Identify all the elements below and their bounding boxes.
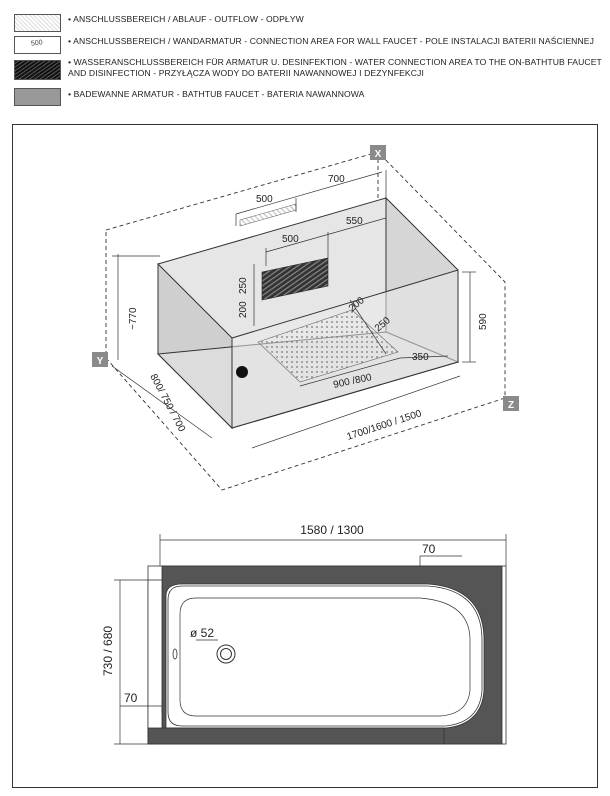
legend-text-wall-faucet: • ANSCHLUSSBEREICH / WANDARMATUR - CONNE… [68,36,594,46]
plan-bottom-strip [147,727,445,745]
dim-550: 550 [346,216,363,227]
dim-350: 350 [412,352,429,363]
swatch-outflow-hatch [14,14,61,32]
dim-590: 590 [478,313,489,330]
iso-drain [236,366,248,378]
legend: • ANSCHLUSSBEREICH / ABLAUF - OUTFLOW - … [12,12,602,106]
swatch-wall-faucet: 500 [14,36,61,54]
iso-dimension-lines [111,170,476,449]
legend-row-water-connection: • WASSERANSCHLUSSBEREICH FÜR ARMATUR U. … [12,56,602,84]
dim-plan-70-left: 70 [124,691,138,705]
plan-view [114,534,507,745]
axis-z-label: Z [508,400,514,411]
dim-200-left: 200 [238,301,249,318]
legend-row-wall-faucet: 500 • ANSCHLUSSBEREICH / WANDARMATUR - C… [12,34,602,56]
plan-dimension-labels: 1580 / 1300 70 730 / 680 70 ø 52 [101,523,436,705]
dim-plan-height: 730 / 680 [101,626,115,676]
drawing-frame [12,124,598,788]
axis-marker-z: Z [503,396,519,411]
dim-500-top: 500 [256,194,273,205]
dim-drain-diameter: ø 52 [190,626,214,640]
dim-500-inner: 500 [282,234,299,245]
plan-basin-inner-line [179,597,471,717]
legend-text-bathtub-faucet: • BADEWANNE ARMATUR - BATHTUB FAUCET - B… [68,89,365,99]
legend-text-water-line1: • WASSERANSCHLUSSBEREICH FÜR ARMATUR U. … [68,57,602,67]
iso-wall-faucet-strip [239,203,297,227]
axis-marker-x: X [370,145,386,160]
axis-marker-y: Y [92,352,108,367]
iso-view [105,151,506,491]
legend-row-bathtub-faucet: • BADEWANNE ARMATUR - BATHTUB FAUCET - B… [12,84,602,106]
plan-overflow [172,648,178,660]
plan-drain-inner [220,648,232,660]
dim-width: 800/ 750 / 700 [147,372,187,434]
dim-plan-width: 1580 / 1300 [300,523,364,537]
dim-plan-70-top: 70 [422,542,436,556]
legend-text-outflow: • ANSCHLUSSBEREICH / ABLAUF - OUTFLOW - … [68,14,304,24]
axis-x-label: X [375,149,382,160]
dim-770: ~770 [128,307,139,330]
plan-inner-basin [167,585,483,727]
legend-text-water-connection: • WASSERANSCHLUSSBEREICH FÜR ARMATUR U. … [68,57,602,79]
iso-water-connection-area [261,257,329,301]
legend-text-water-line2: AND DISINFECTION - PRZYŁĄCZA WODY DO BAT… [68,68,424,78]
legend-row-outflow: • ANSCHLUSSBEREICH / ABLAUF - OUTFLOW - … [12,12,602,34]
plan-dimension-lines [114,534,507,745]
plan-left-block [147,579,163,745]
swatch-water-connection [14,60,61,80]
swatch-bathtub-faucet [14,88,61,106]
iso-outflow-area [257,309,399,383]
dim-250-left: 250 [238,277,249,294]
dim-700: 700 [328,174,345,185]
axis-y-label: Y [97,356,104,367]
